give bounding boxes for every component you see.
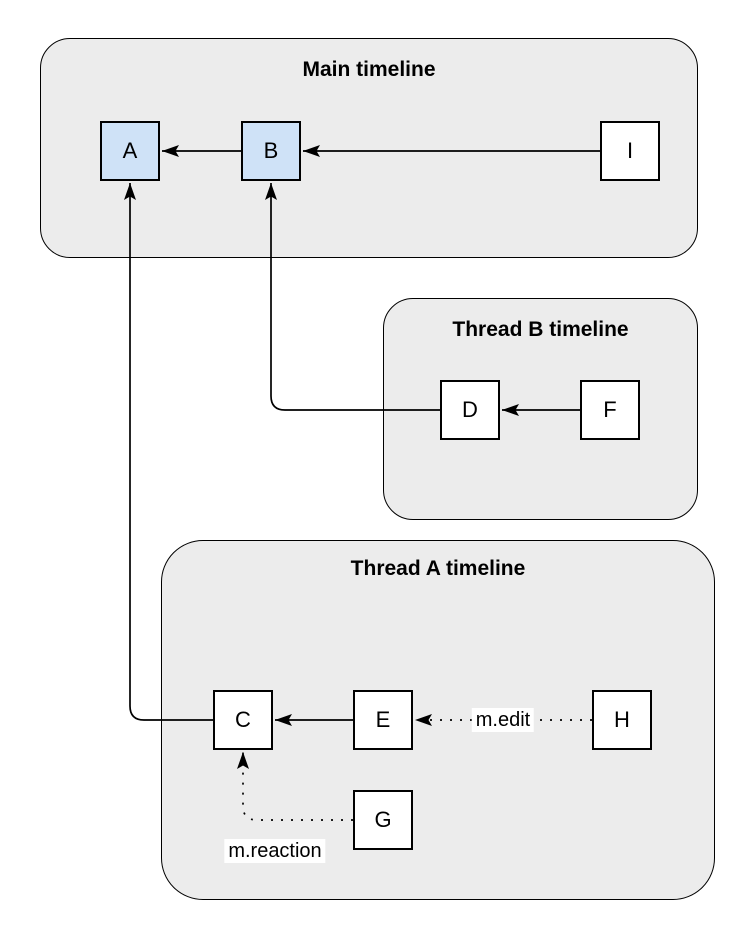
event-node-g: G [353, 790, 413, 850]
event-node-f: F [580, 380, 640, 440]
event-node-a: A [100, 121, 160, 181]
container-thread-b-timeline: Thread B timeline [383, 298, 698, 520]
event-node-d: D [440, 380, 500, 440]
event-node-h: H [592, 690, 652, 750]
edge-g-to-c-m-reaction [237, 752, 353, 821]
thread-b-timeline-title: Thread B timeline [452, 318, 629, 341]
edge-d-to-b [265, 183, 440, 411]
event-node-e: E [353, 690, 413, 750]
event-node-b: B [241, 121, 301, 181]
event-node-i: I [600, 121, 660, 181]
main-timeline-title: Main timeline [302, 58, 436, 81]
edge-label-m-edit: m.edit [471, 708, 535, 732]
edge-label-m-reaction: m.reaction [224, 839, 326, 863]
event-node-c: C [213, 690, 273, 750]
thread-a-timeline-title: Thread A timeline [350, 557, 526, 580]
edge-c-to-a [124, 183, 213, 721]
